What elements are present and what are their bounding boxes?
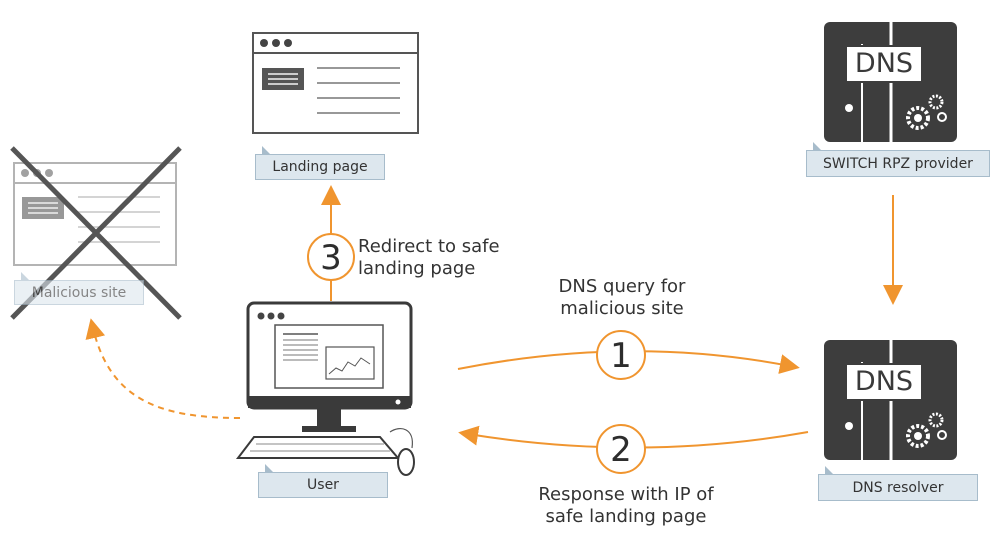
tag-notch — [21, 272, 30, 281]
user-tag-label: User — [307, 477, 339, 493]
provider-server-label: DNS — [854, 48, 914, 79]
dns-resolver-tag-label: DNS resolver — [852, 479, 944, 496]
step-2-circle — [596, 424, 646, 474]
user-computer-icon — [235, 301, 415, 476]
step-3-caption: Redirect to safe landing page — [358, 236, 533, 280]
dns-server-provider-icon — [824, 22, 957, 142]
step-3-caption-line-1: Redirect to safe — [358, 236, 500, 257]
step-3-circle — [307, 233, 355, 281]
dns-server-resolver-icon — [824, 340, 957, 460]
step-1-caption-line-1: DNS query for — [558, 276, 686, 297]
step-1-circle — [596, 330, 646, 380]
step-3-caption-line-2: landing page — [358, 258, 476, 279]
step-1-number: 1 — [610, 336, 632, 376]
step-3-number: 3 — [320, 238, 342, 278]
landing-page-tag-label: Landing page — [272, 159, 368, 175]
tag-notch — [813, 142, 822, 151]
switch-rpz-provider-tag-label: SWITCH RPZ provider — [823, 155, 973, 172]
switch-rpz-provider-tag: SWITCH RPZ provider — [806, 142, 990, 177]
landing-page-window-icon — [252, 32, 419, 134]
malicious-site-tag: Malicious site — [14, 272, 144, 305]
tag-notch — [265, 464, 274, 473]
step-1-caption: DNS query for malicious site — [538, 276, 706, 320]
tag-notch — [262, 146, 271, 155]
step-2-caption: Response with IP of safe landing page — [520, 484, 732, 528]
dns-resolver-tag: DNS resolver — [818, 466, 978, 501]
resolver-server-label: DNS — [854, 366, 914, 397]
step-2-caption-line-2: safe landing page — [545, 506, 707, 527]
step-2-number: 2 — [610, 430, 632, 470]
landing-page-tag: Landing page — [255, 146, 385, 180]
user-tag: User — [258, 464, 388, 498]
step-2-caption-line-1: Response with IP of — [538, 484, 714, 505]
step-1-caption-line-2: malicious site — [560, 298, 684, 319]
blocked-access-dashed-arrow — [85, 318, 241, 419]
malicious-site-tag-label: Malicious site — [31, 284, 127, 301]
tag-notch — [825, 466, 834, 475]
